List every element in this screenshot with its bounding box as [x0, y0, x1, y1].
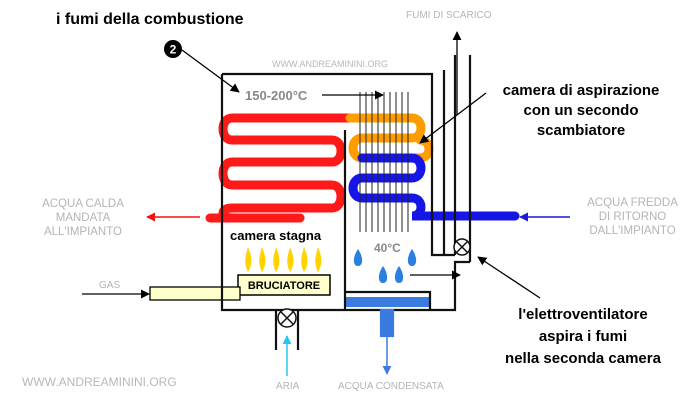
number-badge — [164, 40, 182, 58]
number-badge-text: 2 — [170, 43, 177, 57]
condensate-pool — [346, 297, 430, 307]
gas-label: GAS — [99, 280, 121, 291]
fan-icon — [453, 238, 471, 256]
air-intake-fan-icon — [277, 308, 297, 328]
secondary-exchanger-fins — [359, 92, 409, 232]
condensate-label: ACQUA CONDENSATA — [338, 381, 444, 392]
burner-label: BRUCIATORE — [248, 280, 320, 292]
secondary-coil-warm — [345, 113, 434, 163]
watermark-bottom: WWW.ANDREAMININI.ORG — [22, 375, 177, 389]
flow-arrows — [82, 31, 541, 299]
burner-box — [237, 274, 331, 296]
camera-stagna-label: camera stagna — [230, 228, 322, 243]
suction-chamber-label: camera di aspirazione con un secondo sca… — [502, 82, 660, 139]
watermark-top: WWW.ANDREAMININI.ORG — [272, 59, 388, 69]
air-label: ARIA — [276, 381, 300, 392]
diagram-title: i fumi della combustione — [56, 11, 244, 28]
fan-description-label: l'elettroventilatore aspira i fumi nella… — [505, 306, 661, 367]
boiler-casing — [220, 55, 472, 350]
gas-pipe — [149, 286, 241, 301]
burner-flames — [245, 247, 322, 272]
flue-gas-exhaust-label: FUMI DI SCARICO — [406, 10, 492, 21]
temp-high-label: 150-200°C — [245, 88, 308, 103]
condensation-droplets — [353, 249, 417, 283]
secondary-coil-cold — [348, 153, 520, 221]
temp-low-label: 40°C — [374, 241, 401, 255]
cold-water-return-label: ACQUA FREDDA DI RITORNO DALL'IMPIANTO — [587, 197, 678, 237]
hot-water-flow-label: ACQUA CALDA MANDATA ALL'IMPIANTO — [42, 198, 124, 238]
